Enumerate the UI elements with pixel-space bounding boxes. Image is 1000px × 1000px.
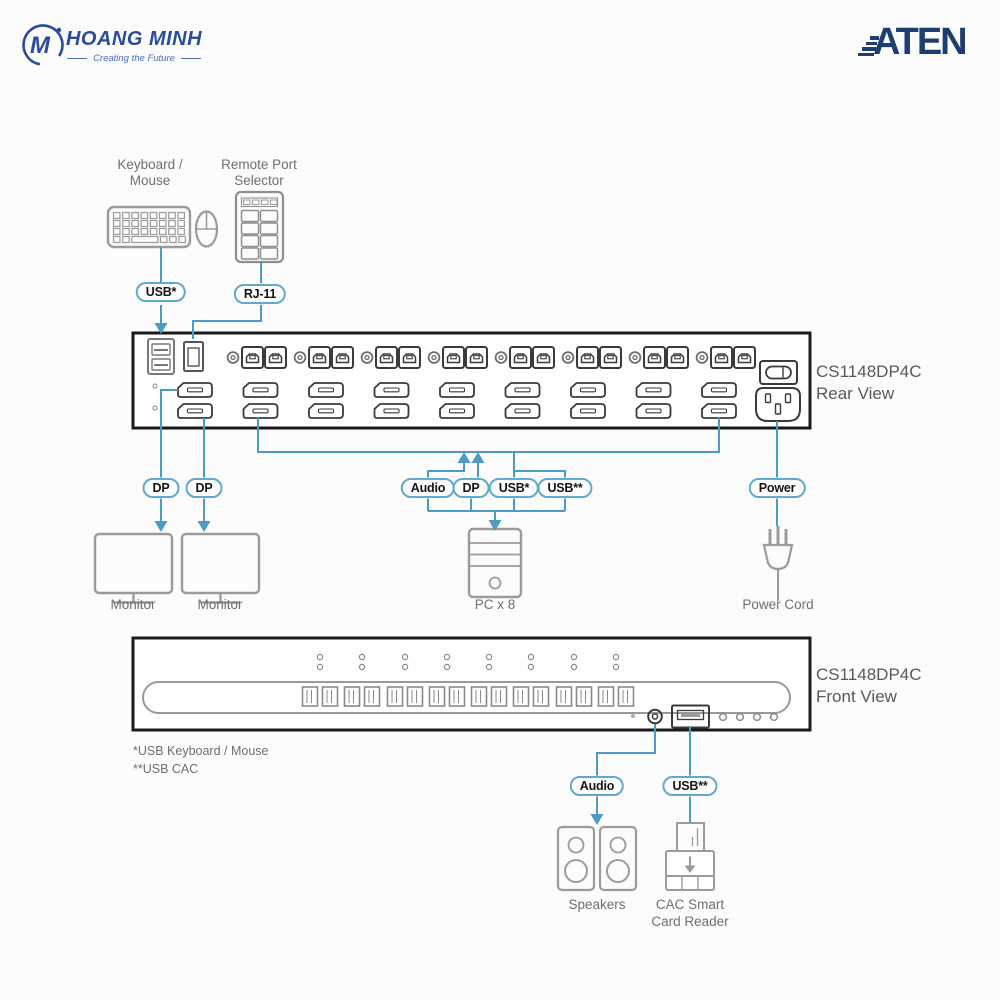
- keyboard-mouse-label-line2: Mouse: [129, 173, 171, 188]
- badge-usb-keyboard: USB*: [135, 282, 187, 302]
- badge-front-usb-cac: USB**: [662, 776, 718, 796]
- power-inlet: [755, 387, 801, 422]
- badge-usb-kb: USB*: [488, 478, 540, 498]
- brand-name: HOANG MINH: [65, 28, 203, 50]
- monitor1-icon: [93, 532, 174, 604]
- remote-selector-label: Remote Port: [221, 157, 297, 172]
- tagline-dash-right: [180, 57, 201, 60]
- screw-hole: [152, 405, 158, 411]
- power-switch: [759, 360, 798, 385]
- hoang-minh-logo-icon: M: [22, 24, 64, 66]
- badge-power: Power: [748, 478, 806, 498]
- badge-dp-pc: DP: [452, 478, 490, 498]
- front-device: [131, 636, 812, 732]
- connection-lines: [160, 247, 778, 823]
- power-cord-label: Power Cord: [742, 597, 814, 612]
- pushbutton-panel: [142, 681, 791, 714]
- badge-usb-cac: USB**: [537, 478, 593, 498]
- mouse-icon: [194, 210, 219, 248]
- aten-speed-stripe: [870, 36, 879, 40]
- rear-device: [131, 331, 812, 430]
- badge-dp-monitor2: DP: [185, 478, 223, 498]
- console-usb-ports: [147, 338, 175, 375]
- footnote-usb-keyboard: *USB Keyboard / Mouse: [133, 744, 269, 758]
- cac-reader-label-line2: Card Reader: [651, 914, 729, 929]
- front-audio-jack: [647, 708, 663, 725]
- pc-label: PC x 8: [474, 597, 516, 612]
- svg-text:M: M: [30, 32, 51, 59]
- keyboard-icon: [106, 205, 192, 249]
- pc-tower-icon: [467, 527, 523, 599]
- badge-dp-monitor1: DP: [142, 478, 180, 498]
- reset-pinhole: [631, 714, 635, 718]
- brand-tagline: Creating the Future: [64, 53, 204, 64]
- badge-rj11: RJ-11: [233, 284, 287, 304]
- aten-speed-stripe: [866, 41, 877, 46]
- badge-audio: Audio: [400, 478, 456, 498]
- screw-hole: [152, 383, 158, 389]
- brand-tagline-text: Creating the Future: [93, 53, 175, 64]
- badge-front-audio: Audio: [569, 776, 625, 796]
- monitor2-label: Monitor: [197, 597, 243, 612]
- aten-speed-stripe: [858, 52, 874, 57]
- cac-reader-icon: [665, 822, 715, 891]
- monitor1-label: Monitor: [110, 597, 156, 612]
- aten-logo-text: ATEN: [873, 21, 968, 63]
- speakers-icon: [556, 825, 638, 892]
- rj11-port: [183, 341, 204, 372]
- front-view-title: CS1148DP4C: [816, 665, 922, 684]
- power-cord-icon: [762, 526, 794, 601]
- rear-view-subtitle: Rear View: [816, 384, 895, 403]
- aten-speed-stripe: [862, 47, 876, 51]
- footnote-usb-cac: **USB CAC: [133, 762, 199, 776]
- rear-view-title: CS1148DP4C: [816, 362, 922, 381]
- aten-logo: ATEN: [858, 21, 976, 66]
- remote-selector-label-line2: Selector: [234, 173, 284, 188]
- cac-reader-label: CAC Smart: [655, 897, 725, 912]
- keyboard-mouse-label: Keyboard /: [117, 157, 183, 172]
- tagline-dash-left: [67, 57, 88, 60]
- remote-port-selector-icon: [234, 190, 285, 264]
- monitor2-icon: [180, 532, 261, 604]
- speakers-label: Speakers: [568, 897, 626, 912]
- front-view-subtitle: Front View: [816, 687, 897, 706]
